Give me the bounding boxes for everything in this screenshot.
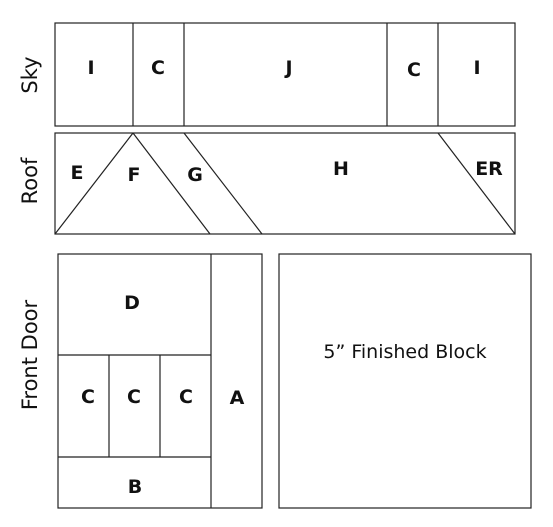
roof-section: Roof E F G H ER: [18, 132, 516, 235]
finished-block-section: 5” Finished Block: [278, 253, 532, 509]
finished-block-square: [278, 253, 532, 509]
door-piece-b: B: [128, 476, 142, 498]
roof-strip: [54, 132, 516, 235]
roof-seam: [183, 132, 263, 235]
front-door-section: Front Door D C C C A B: [18, 253, 263, 509]
sky-piece-j: J: [283, 57, 292, 79]
sky-piece-i-left: I: [87, 57, 94, 79]
finished-block-label: 5” Finished Block: [323, 341, 486, 363]
sky-section: Sky I C J C I: [18, 22, 516, 127]
sky-section-label: Sky: [18, 56, 42, 93]
sky-piece-c-right: C: [407, 59, 421, 81]
roof-seam: [132, 132, 211, 235]
roof-seam: [54, 132, 134, 235]
front-door-section-label: Front Door: [18, 299, 42, 410]
roof-piece-er: ER: [475, 158, 503, 180]
door-piece-d: D: [124, 292, 140, 314]
sky-piece-i-right: I: [473, 57, 480, 79]
door-piece-c-middle: C: [127, 386, 141, 408]
roof-piece-g: G: [187, 164, 203, 186]
door-piece-a: A: [230, 387, 245, 409]
door-piece-c-right: C: [179, 386, 193, 408]
roof-piece-h: H: [333, 158, 349, 180]
sky-piece-c-left: C: [151, 57, 165, 79]
roof-seam: [437, 132, 516, 235]
door-piece-c-left: C: [81, 386, 95, 408]
roof-piece-f: F: [128, 164, 141, 186]
roof-section-label: Roof: [18, 157, 42, 204]
roof-piece-e: E: [71, 162, 84, 184]
